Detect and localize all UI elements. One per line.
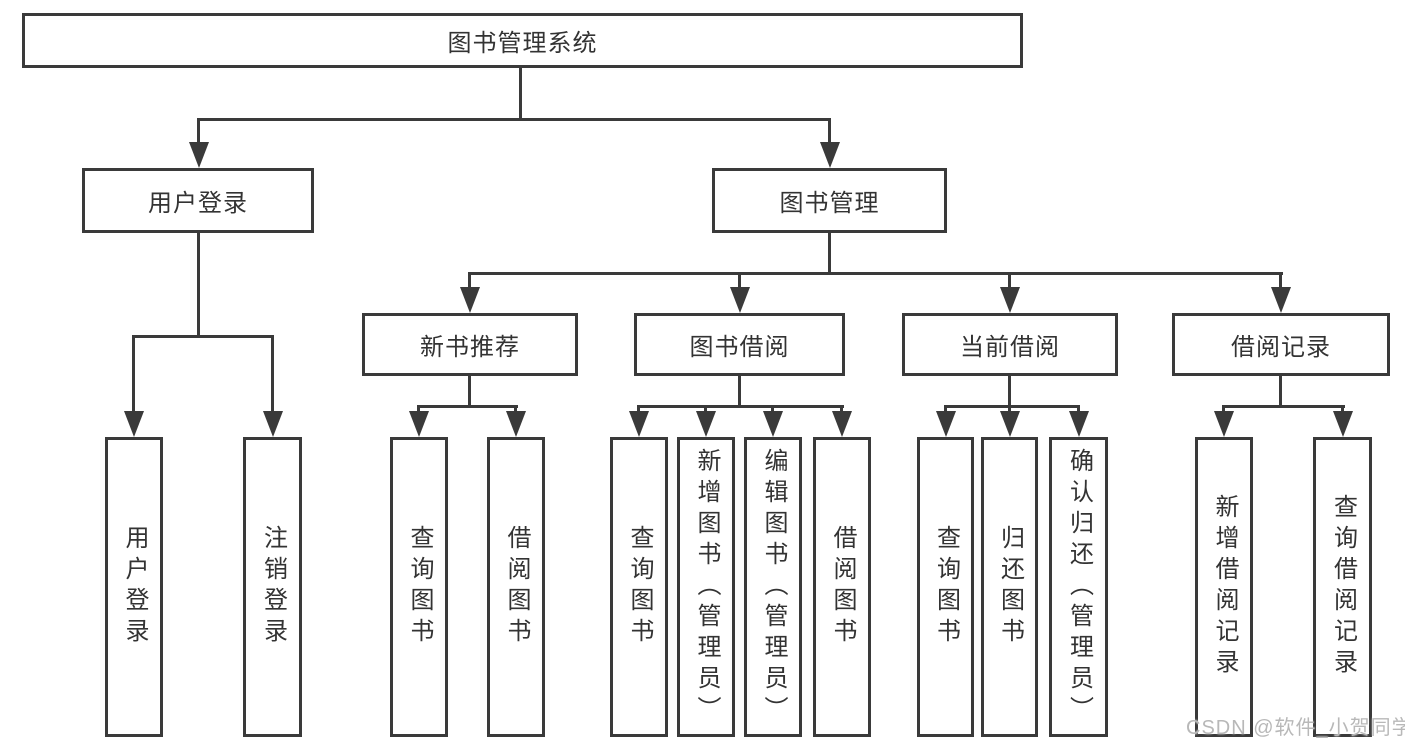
node-user-login: 用户登录 <box>82 168 314 233</box>
node-borrowing-records: 借阅记录 <box>1172 313 1390 376</box>
connector-book-borrow-stem <box>738 376 741 408</box>
connector-user-login-stem <box>197 233 200 338</box>
node-query-books-1: 查询图书 <box>390 437 448 737</box>
node-add-borrow-record: 新增借阅记录 <box>1195 437 1253 737</box>
node-add-books-admin: 新增图书（管理员） <box>677 437 735 737</box>
connector-new-book-rail <box>417 405 518 408</box>
connector-drop-current-borrow <box>1008 272 1011 287</box>
connector-drop-book-management <box>828 118 831 142</box>
connector-drop-user-login <box>197 118 200 142</box>
connector-drop-edit-book <box>771 405 774 411</box>
connector-root-stem <box>519 68 522 121</box>
connector-drop-new-book <box>468 272 471 287</box>
connector-drop-query-book-3 <box>944 405 947 411</box>
connector-drop-query-record <box>1341 405 1344 411</box>
connector-drop-add-record <box>1222 405 1225 411</box>
connector-drop-borrow-book-2 <box>840 405 843 411</box>
connector-drop-borrow-records <box>1279 272 1282 287</box>
node-user-login-leaf: 用户登录 <box>105 437 163 737</box>
connector-user-login-rail <box>132 335 274 338</box>
node-return-books: 归还图书 <box>981 437 1038 737</box>
connector-drop-return-book <box>1008 405 1011 411</box>
connector-drop-confirm-return <box>1077 405 1080 411</box>
node-new-book-recommend: 新书推荐 <box>362 313 578 376</box>
connector-new-book-stem <box>468 376 471 408</box>
connector-drop-add-book <box>704 405 707 411</box>
node-query-books-2: 查询图书 <box>610 437 668 737</box>
connector-level2-rail <box>197 118 831 121</box>
node-book-management: 图书管理 <box>712 168 947 233</box>
node-edit-books-admin: 编辑图书（管理员） <box>744 437 802 737</box>
connector-current-borrow-rail <box>944 405 1080 408</box>
connector-drop-borrow-book-1 <box>514 405 517 411</box>
node-query-books-3: 查询图书 <box>917 437 974 737</box>
node-book-borrowing: 图书借阅 <box>634 313 845 376</box>
connector-borrow-records-rail <box>1222 405 1345 408</box>
connector-drop-logout <box>271 335 274 411</box>
node-library-management-system: 图书管理系统 <box>22 13 1023 68</box>
csdn-watermark: CSDN @软件_小贺同学 <box>1186 717 1405 739</box>
connector-drop-query-book-2 <box>637 405 640 411</box>
node-query-borrow-record: 查询借阅记录 <box>1313 437 1372 737</box>
connector-book-borrow-rail <box>637 405 844 408</box>
node-confirm-return-admin: 确认归还（管理员） <box>1049 437 1108 737</box>
node-borrow-books-2: 借阅图书 <box>813 437 871 737</box>
node-current-borrowing: 当前借阅 <box>902 313 1118 376</box>
node-logout: 注销登录 <box>243 437 302 737</box>
connector-current-borrow-stem <box>1008 376 1011 408</box>
connector-book-management-stem <box>828 233 831 275</box>
connector-level3-rail <box>468 272 1283 275</box>
connector-drop-book-borrow <box>738 272 741 287</box>
connector-drop-query-book-1 <box>417 405 420 411</box>
connector-drop-login <box>132 335 135 411</box>
connector-borrow-records-stem <box>1279 376 1282 408</box>
node-borrow-books-1: 借阅图书 <box>487 437 545 737</box>
